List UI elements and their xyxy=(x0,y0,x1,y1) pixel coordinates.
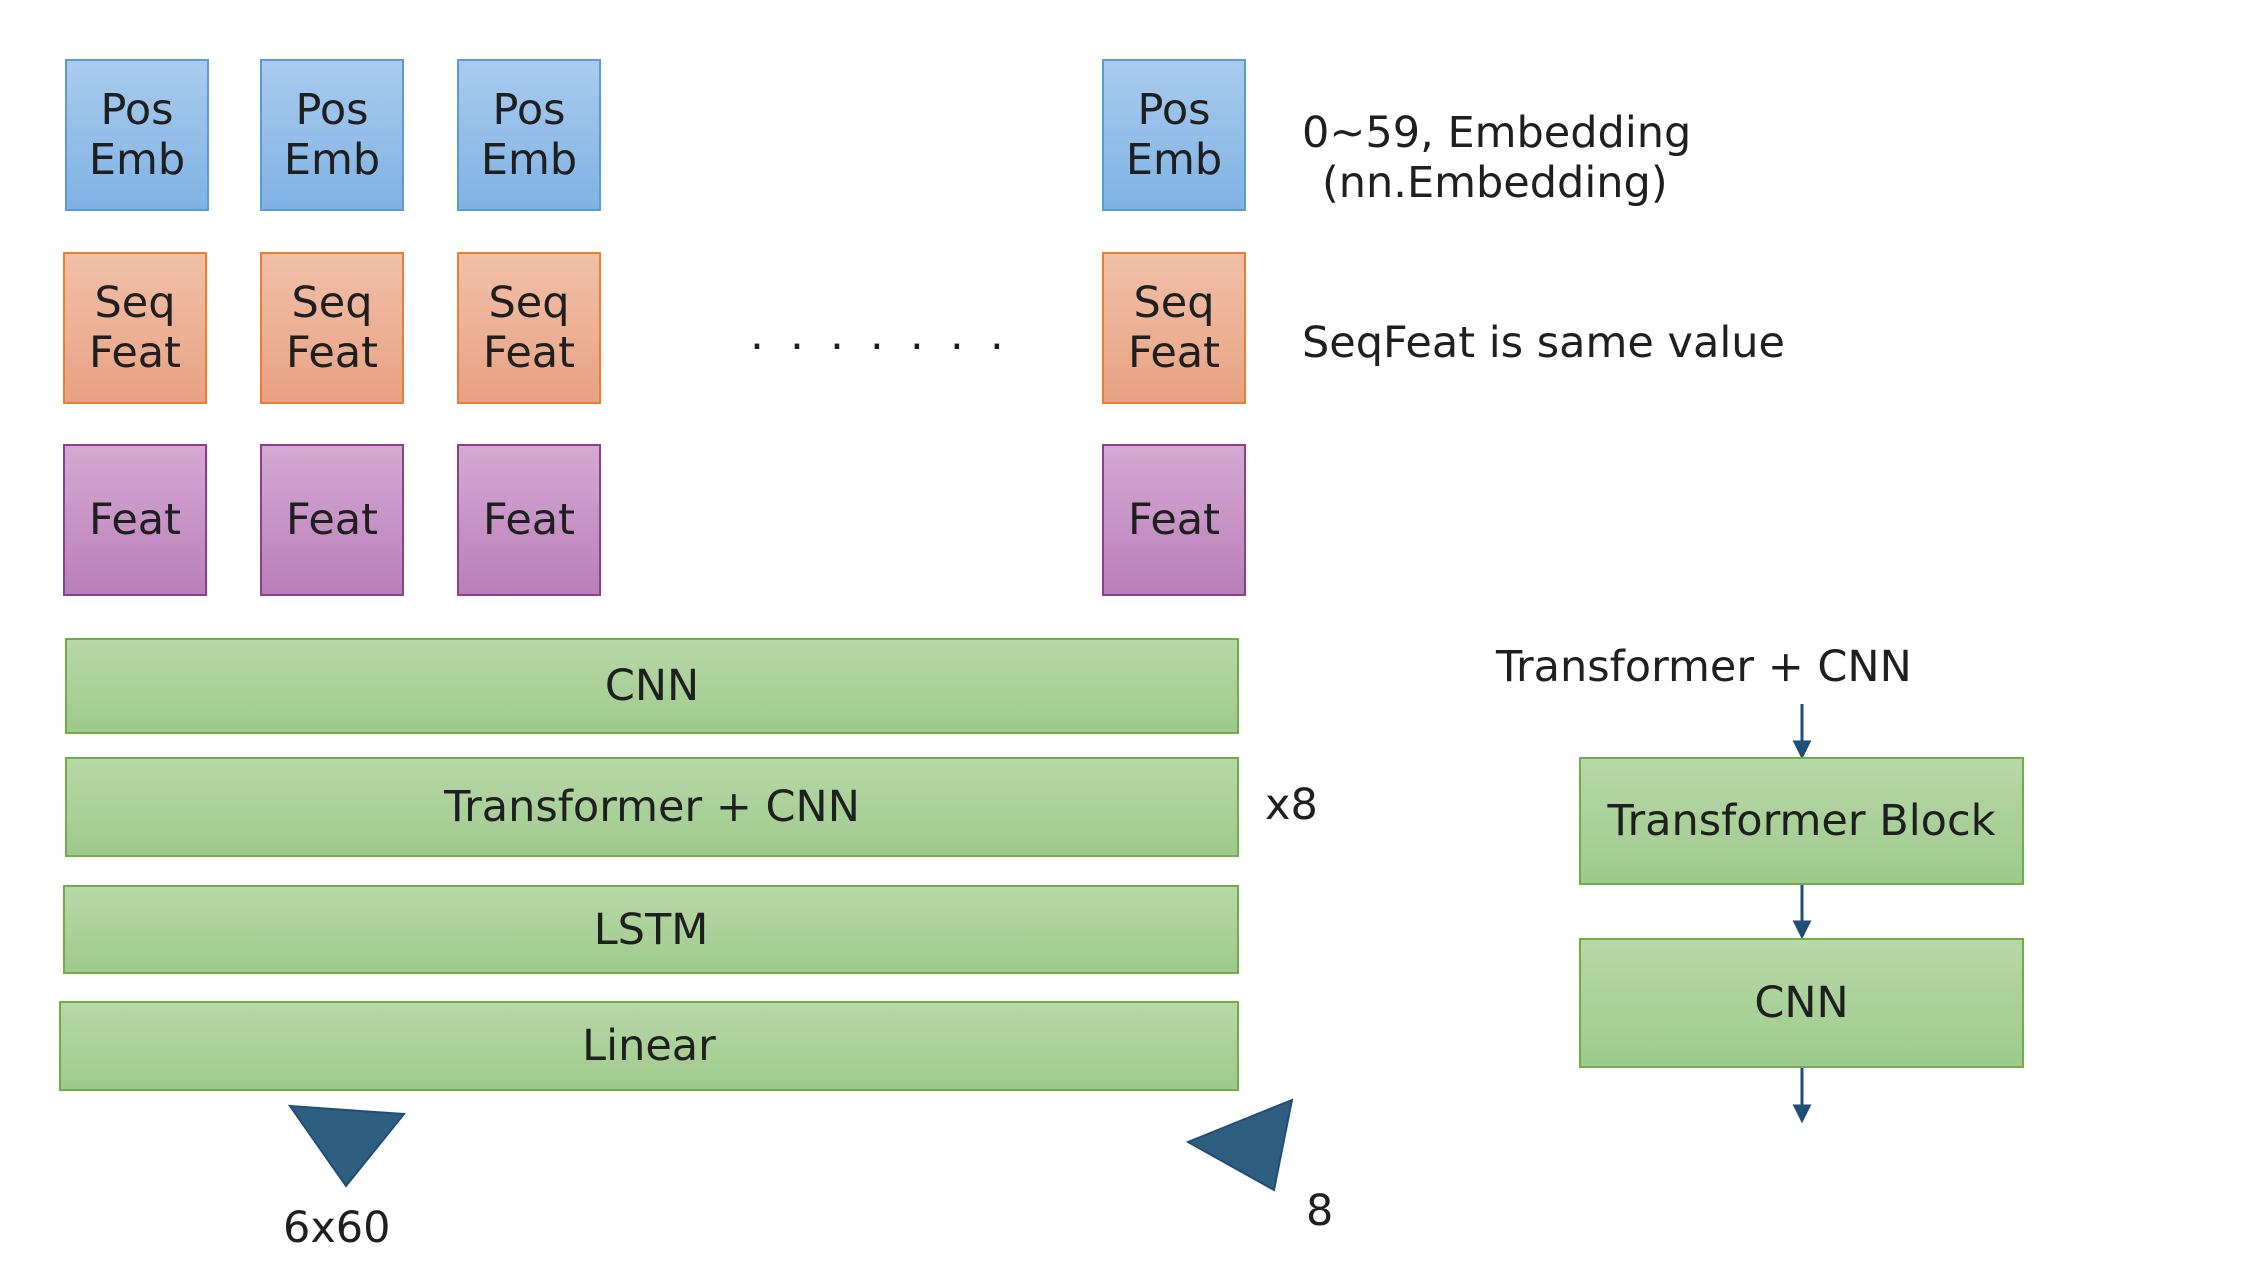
seq-feat-label-line2: Feat xyxy=(285,328,379,378)
detail-cnn-block-label: CNN xyxy=(1754,978,1849,1028)
seq-feat-label-line1: Seq xyxy=(488,278,570,328)
pos-emb-label-line2: Emb xyxy=(88,135,186,185)
pos-emb-note-line1: 0~59, Embedding xyxy=(1302,108,1692,158)
pos-emb-label-line2: Emb xyxy=(283,135,381,185)
linear-layer-label: Linear xyxy=(582,1021,716,1071)
output-right-label: 8 xyxy=(1306,1186,1334,1236)
sequence-ellipsis: . . . . . . . xyxy=(750,309,1010,360)
lstm-layer: LSTM xyxy=(63,885,1239,974)
detail-cnn-block: CNN xyxy=(1579,938,2024,1068)
pos-emb-label-line1: Pos xyxy=(1137,85,1211,135)
seq-feat-label-line1: Seq xyxy=(94,278,176,328)
seq-feat-note: SeqFeat is same value xyxy=(1302,318,1785,368)
feat-label: Feat xyxy=(285,495,379,545)
cnn-layer-label: CNN xyxy=(604,661,700,711)
detail-title: Transformer + CNN xyxy=(1496,642,1912,692)
seq-feat-label-line2: Feat xyxy=(88,328,182,378)
transformer-cnn-layer: Transformer + CNN xyxy=(65,757,1239,857)
seq-feat-box-3: Seq Feat xyxy=(457,252,601,404)
cnn-layer: CNN xyxy=(65,638,1239,734)
pos-emb-label-line1: Pos xyxy=(295,85,369,135)
seq-feat-label-line2: Feat xyxy=(482,328,576,378)
pos-emb-box-3: Pos Emb xyxy=(457,59,601,211)
flow-arrowhead-3 xyxy=(1792,1104,1812,1124)
feat-label: Feat xyxy=(482,495,576,545)
seq-feat-label-line1: Seq xyxy=(291,278,373,328)
flow-arrowhead-1 xyxy=(1792,740,1812,760)
seq-feat-box-2: Seq Feat xyxy=(260,252,404,404)
output-triangle-left xyxy=(287,1104,406,1188)
transformer-block: Transformer Block xyxy=(1579,757,2024,885)
seq-feat-label-line2: Feat xyxy=(1127,328,1221,378)
pos-emb-box-2: Pos Emb xyxy=(260,59,404,211)
pos-emb-box-1: Pos Emb xyxy=(65,59,209,211)
feat-box-3: Feat xyxy=(457,444,601,596)
pos-emb-label-line1: Pos xyxy=(492,85,566,135)
feat-box-4: Feat xyxy=(1102,444,1246,596)
output-left-label: 6x60 xyxy=(283,1203,391,1253)
flow-arrowhead-2 xyxy=(1792,920,1812,940)
lstm-layer-label: LSTM xyxy=(593,904,709,955)
feat-box-2: Feat xyxy=(260,444,404,596)
pos-emb-label-line2: Emb xyxy=(1125,135,1223,185)
transformer-cnn-layer-label: Transformer + CNN xyxy=(444,782,860,832)
pos-emb-box-4: Pos Emb xyxy=(1102,59,1246,211)
feat-label: Feat xyxy=(1127,495,1221,545)
feat-box-1: Feat xyxy=(63,444,207,596)
pos-emb-label-line1: Pos xyxy=(100,85,174,135)
seq-feat-box-4: Seq Feat xyxy=(1102,252,1246,404)
seq-feat-box-1: Seq Feat xyxy=(63,252,207,404)
seq-feat-label-line1: Seq xyxy=(1133,278,1215,328)
output-triangle-right xyxy=(1185,1098,1294,1192)
repeat-count-label: x8 xyxy=(1265,780,1318,830)
transformer-block-label: Transformer Block xyxy=(1607,796,1996,846)
pos-emb-label-line2: Emb xyxy=(480,135,578,185)
feat-label: Feat xyxy=(88,495,182,545)
pos-emb-note-line2: (nn.Embedding) xyxy=(1322,158,1668,208)
linear-layer: Linear xyxy=(59,1001,1239,1091)
